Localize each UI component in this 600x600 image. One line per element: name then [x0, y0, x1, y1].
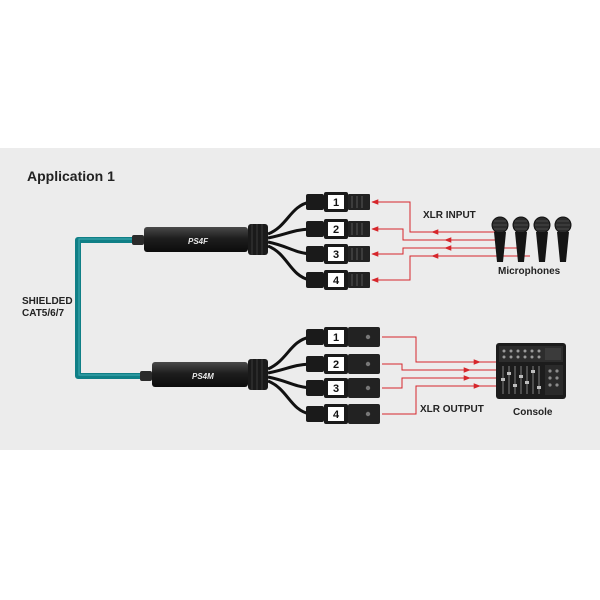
cable-label: SHIELDED CAT5/6/7 [22, 296, 73, 320]
xlr-male-3: 3 [306, 378, 380, 398]
diagram-panel [0, 148, 600, 450]
ethernet-cable-highlight [78, 238, 146, 376]
rj45-plug-top [132, 235, 144, 245]
ethernet-cable [75, 237, 146, 379]
console-label: Console [513, 407, 553, 418]
diagram-title: Application 1 [27, 168, 115, 184]
xlr-output-signal-lines [382, 336, 496, 415]
microphone-icon [491, 216, 509, 262]
ps4f-model-label: PS4F [188, 237, 209, 246]
ps4f-xlr-connectors: 1 2 3 4 [306, 192, 370, 290]
ps4m-unit: PS4M [140, 335, 311, 416]
ps4f-body [144, 227, 248, 252]
channel-2-label: 2 [333, 359, 339, 371]
xlr-male-4: 4 [306, 404, 380, 424]
xlr-female-2: 2 [306, 219, 370, 239]
xlr-male-1: 1 [306, 327, 380, 347]
microphones-group [491, 216, 572, 262]
console-icon [496, 343, 566, 399]
cable-label-line-1: SHIELDED [22, 296, 73, 307]
xlr-input-label: XLR INPUT [423, 210, 476, 221]
xlr-female-3: 3 [306, 244, 370, 264]
signal-line-in-2 [371, 226, 505, 241]
xlr-input-signal-lines [371, 199, 530, 283]
microphone-icon [533, 216, 551, 262]
signal-line-out-2 [382, 363, 471, 373]
ps4m-model-label: PS4M [192, 372, 214, 381]
rj45-plug-bottom [140, 371, 152, 381]
cable-label-line-2: CAT5/6/7 [22, 308, 65, 319]
channel-4-label: 4 [333, 275, 340, 287]
channel-4-label: 4 [333, 409, 340, 421]
ps4f-fanout-cables [267, 200, 311, 282]
signal-line-out-1 [382, 336, 481, 365]
xlr-output-label: XLR OUTPUT [420, 404, 484, 415]
ps4f-gland [248, 224, 268, 255]
channel-3-label: 3 [333, 249, 339, 261]
signal-line-out-3 [382, 375, 471, 389]
channel-3-label: 3 [333, 383, 339, 395]
ps4m-xlr-connectors: 1 2 3 4 [306, 327, 380, 424]
channel-2-label: 2 [333, 224, 339, 236]
signal-line-out-4 [382, 383, 481, 415]
ps4m-gland [248, 359, 268, 390]
channel-1-label: 1 [333, 332, 339, 344]
microphones-label: Microphones [498, 266, 561, 277]
ps4m-body [152, 362, 248, 387]
xlr-female-1: 1 [306, 192, 370, 212]
xlr-male-2: 2 [306, 354, 380, 374]
xlr-female-4: 4 [306, 270, 370, 290]
ps4m-fanout-cables [267, 335, 311, 416]
microphone-icon [554, 216, 572, 262]
ps4f-unit: PS4F [132, 200, 311, 282]
channel-1-label: 1 [333, 197, 339, 209]
microphone-icon [512, 216, 530, 262]
